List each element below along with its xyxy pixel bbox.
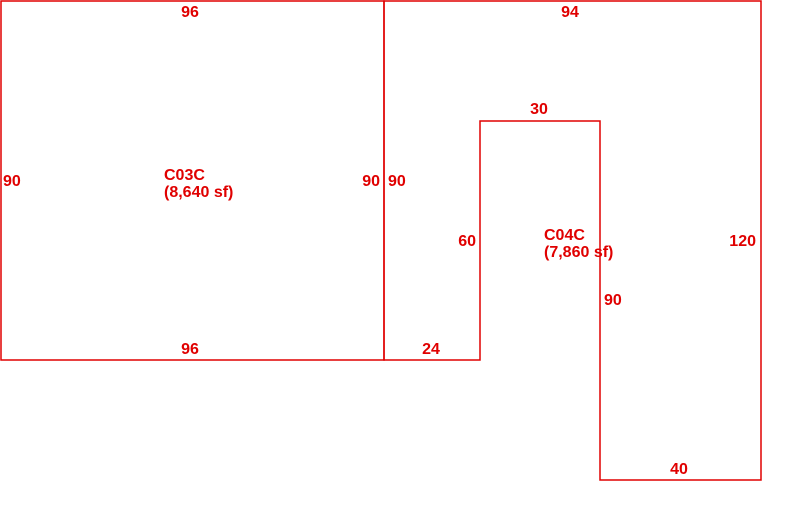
- c04c-area: (7,860 sf): [544, 244, 613, 261]
- c04c-dim-bottom-left: 24: [422, 341, 440, 358]
- c04c-labels: C04C (7,860 sf) 94 120 90 24 60 30 90 40: [388, 4, 756, 478]
- c04c-dim-notch-top: 30: [530, 101, 548, 118]
- c04c-dim-notch-left: 60: [458, 233, 476, 250]
- c03c-labels: C03C (8,640 sf) 96 96 90 90: [3, 4, 380, 358]
- c03c-dim-left: 90: [3, 173, 21, 190]
- c03c-dim-top: 96: [181, 4, 199, 21]
- c03c-dim-bottom: 96: [181, 341, 199, 358]
- c04c-dim-right: 120: [729, 233, 756, 250]
- c03c-dim-right: 90: [362, 173, 380, 190]
- c03c-name: C03C: [164, 167, 205, 184]
- c04c-outline: [383, 0, 762, 481]
- c04c-dim-left: 90: [388, 173, 406, 190]
- c04c-dim-notch-right: 90: [604, 292, 622, 309]
- c03c-area: (8,640 sf): [164, 184, 233, 201]
- c04c-dim-bottom: 40: [670, 461, 688, 478]
- c04c-name: C04C: [544, 227, 585, 244]
- c04c-dim-top: 94: [561, 4, 579, 21]
